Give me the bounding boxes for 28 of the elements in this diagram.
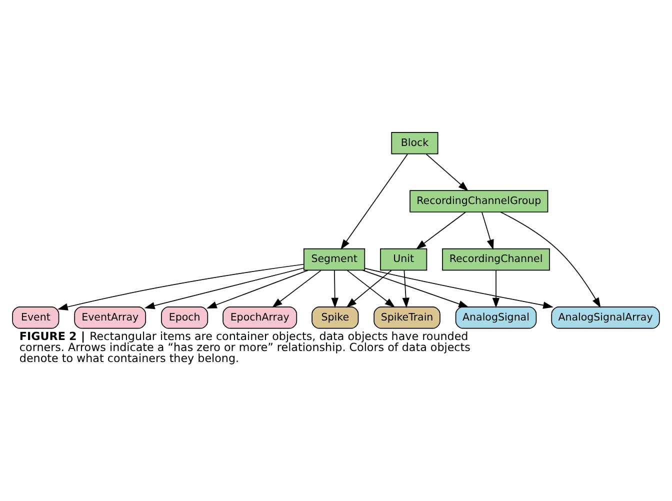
- arrow: [416, 212, 466, 250]
- node-box: Block: [391, 132, 438, 154]
- node-box: Unit: [380, 248, 428, 271]
- caption: FIGURE 2 | Rectangular items are container objects, data objects have rounded corners. Arrows indicate a “has zero or more” relationship. Colors of data objects denote to what containers they belong.: [19, 330, 470, 366]
- arrow: [144, 268, 304, 310]
- node-box: AnalogSignal: [455, 306, 537, 329]
- arrow: [426, 154, 468, 192]
- arrow: [206, 270, 308, 309]
- arrow: [362, 270, 469, 308]
- node-box: SpikeTrain: [374, 306, 440, 329]
- node-box: EventArray: [74, 306, 146, 329]
- node-box: RecordingChannel: [442, 248, 550, 271]
- arrow: [331, 270, 338, 308]
- node-box: EpochArray: [222, 306, 298, 329]
- arrow: [492, 270, 500, 308]
- node-box: RecordingChannelGroup: [410, 190, 548, 212]
- arrow: [272, 270, 322, 308]
- arrow: [402, 270, 410, 308]
- node-box: Spike: [312, 306, 359, 329]
- arrow: [58, 264, 304, 310]
- arrow: [482, 212, 494, 250]
- node-box: Segment: [303, 248, 366, 271]
- node-box: AnalogSignalArray: [551, 306, 660, 329]
- arrow: [364, 268, 554, 309]
- node-box: Epoch: [161, 306, 208, 329]
- arrow: [340, 154, 408, 250]
- arrow: [500, 212, 601, 308]
- node-box: Event: [12, 306, 60, 329]
